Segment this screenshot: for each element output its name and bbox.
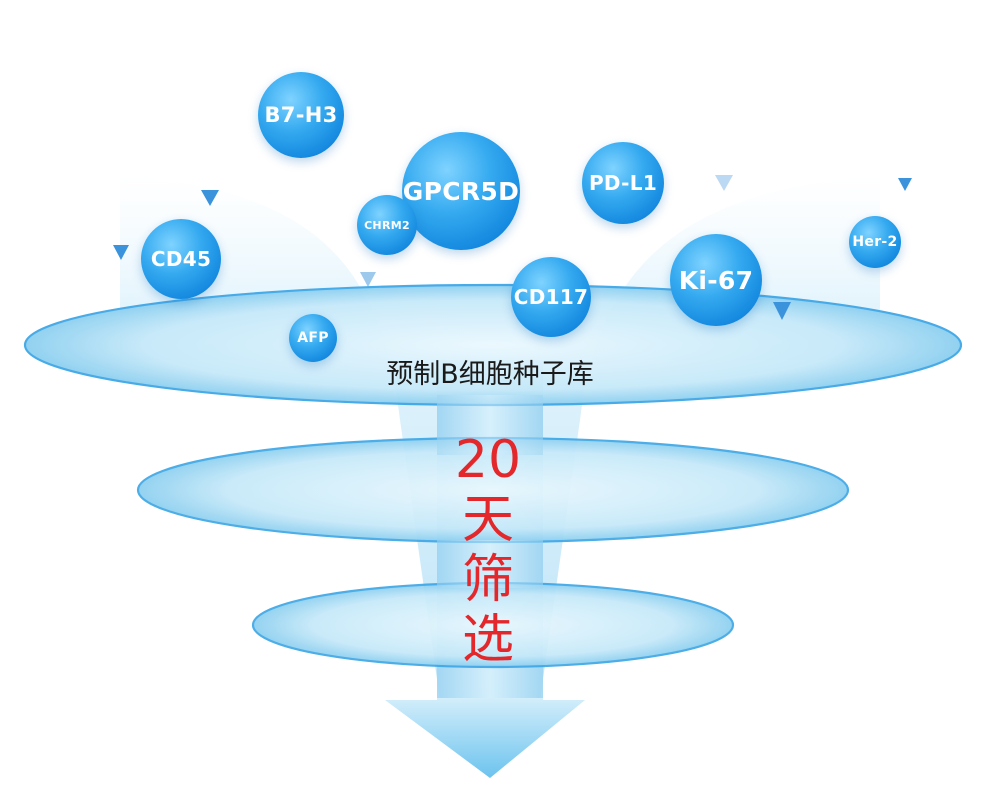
target-bubble: B7-H3 xyxy=(258,72,344,158)
target-bubble: PD-L1 xyxy=(582,142,664,224)
target-bubble: CD45 xyxy=(141,219,221,299)
target-bubble: GPCR5D xyxy=(402,132,520,250)
target-bubble: Ki-67 xyxy=(670,234,762,326)
target-bubble: CHRM2 xyxy=(357,195,417,255)
screening-duration-label: 20 天 筛 选 xyxy=(443,430,533,670)
target-bubble: AFP xyxy=(289,314,337,362)
falling-arrows xyxy=(113,0,912,320)
screen-label-char: 筛 xyxy=(461,550,514,610)
down-arrow xyxy=(385,698,585,778)
seed-library-label: 预制B细胞种子库 xyxy=(386,359,594,390)
screen-label-char: 20 xyxy=(454,430,522,490)
screen-label-char: 选 xyxy=(461,610,514,670)
target-bubble: Her-2 xyxy=(849,216,901,268)
screen-label-char: 天 xyxy=(461,490,514,550)
target-bubble: CD117 xyxy=(511,257,591,337)
